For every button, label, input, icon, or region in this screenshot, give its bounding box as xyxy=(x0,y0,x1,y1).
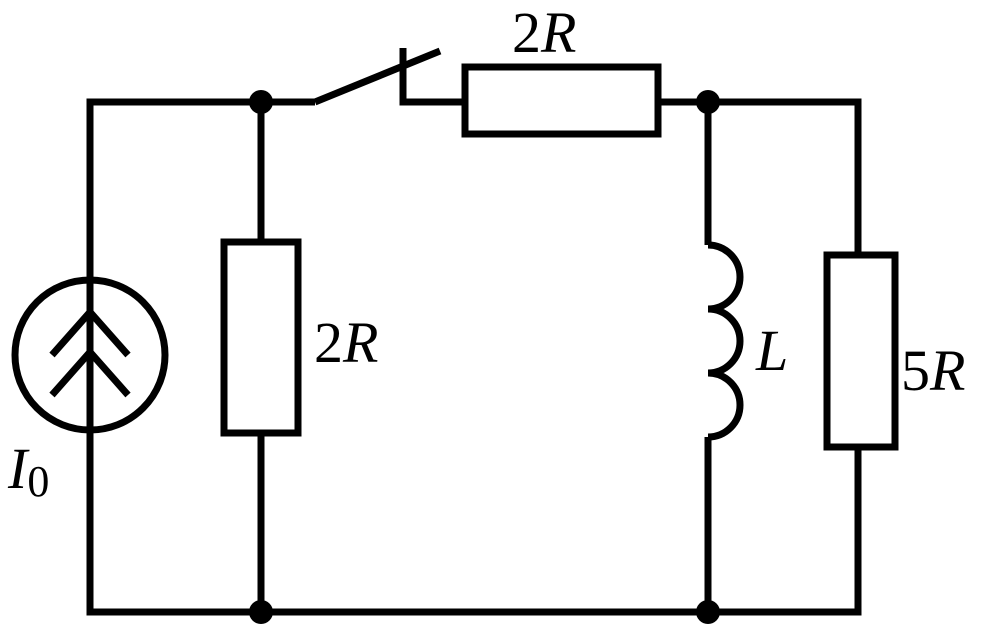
switch-blade xyxy=(313,47,442,106)
resistor-top xyxy=(461,63,662,138)
wire-top-right xyxy=(658,98,862,255)
label-current-source: I0 xyxy=(7,436,49,506)
current-source xyxy=(11,276,169,440)
label-resistor-top: 2R xyxy=(512,0,576,65)
wires xyxy=(86,48,862,616)
junction-dot xyxy=(696,600,720,624)
label-resistor-right: 5R xyxy=(901,338,965,403)
arrow-head-upper xyxy=(49,306,131,358)
resistor-right xyxy=(823,251,899,451)
wire-bottom xyxy=(86,430,862,616)
junction-dot xyxy=(249,600,273,624)
arrow-head-lower xyxy=(49,346,131,398)
wire-top-left xyxy=(86,98,315,285)
label-inductor: L xyxy=(755,318,788,383)
junction-dot xyxy=(696,90,720,114)
resistor-left xyxy=(220,238,302,437)
label-resistor-left: 2R xyxy=(314,310,378,375)
inductor-coil xyxy=(707,241,744,441)
junctions xyxy=(249,90,720,624)
junction-dot xyxy=(249,90,273,114)
